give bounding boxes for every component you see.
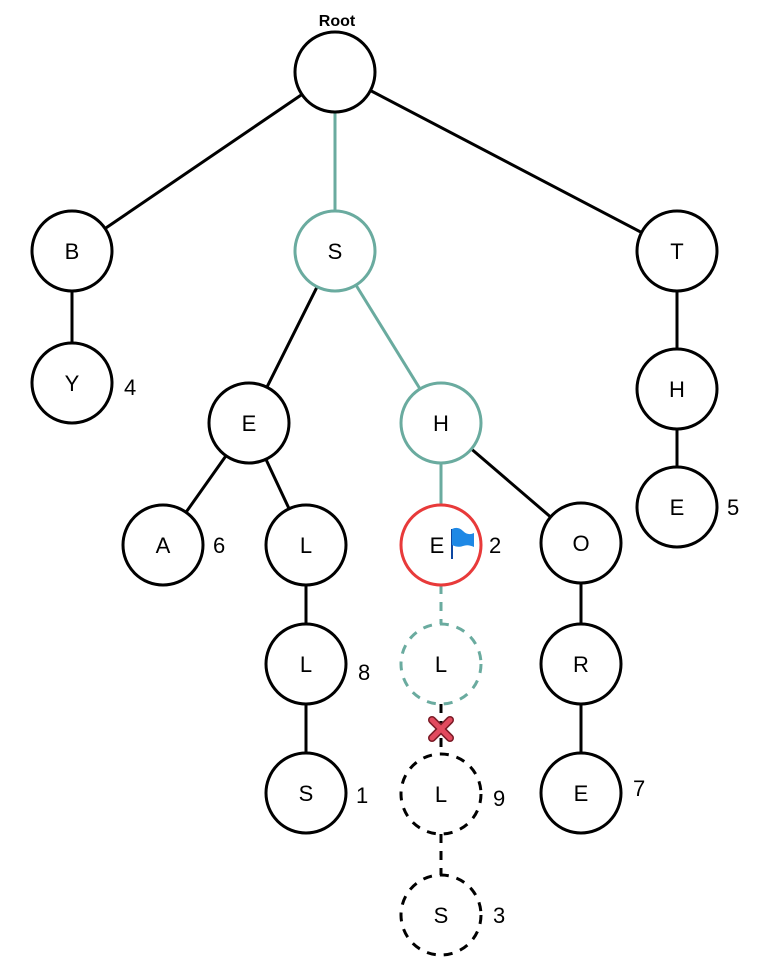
node-letter: T — [670, 239, 683, 264]
node-letter: S — [328, 239, 343, 264]
node-letter: L — [435, 782, 447, 807]
edge-se-sea — [184, 454, 228, 514]
node-circle — [264, 503, 348, 587]
node-shel: L — [399, 622, 483, 706]
node-circle — [635, 347, 719, 431]
node-circle — [30, 209, 114, 293]
node-letter: H — [669, 377, 685, 402]
node-root — [293, 30, 377, 114]
node-shor: R — [539, 622, 623, 706]
node-circle — [399, 752, 483, 836]
node-circle — [539, 622, 623, 706]
node-circle — [399, 503, 483, 587]
flag-icon — [451, 527, 474, 559]
node-letter: E — [430, 533, 445, 558]
node-se: E — [207, 381, 291, 465]
node-letter: S — [434, 903, 449, 928]
node-value: 1 — [356, 783, 368, 808]
node-circle — [264, 622, 348, 706]
node-letter: L — [435, 652, 447, 677]
edge-sh-sho — [470, 447, 552, 519]
node-value: 5 — [727, 495, 739, 520]
node-circle — [30, 341, 114, 425]
edges — [70, 89, 679, 875]
edge-root-t — [369, 89, 643, 234]
edge-s-sh — [354, 284, 422, 390]
node-letter: H — [433, 411, 449, 436]
node-circle — [399, 873, 483, 957]
node-t: T — [635, 209, 719, 293]
cross-icon — [428, 716, 454, 742]
node-letter: E — [242, 411, 257, 436]
node-b: B — [30, 209, 114, 293]
node-circle — [121, 503, 205, 587]
node-s: S — [293, 209, 377, 293]
node-letter: R — [573, 652, 589, 677]
node-sel: L — [264, 503, 348, 587]
node-sh: H — [399, 381, 483, 465]
node-circle — [399, 381, 483, 465]
node-letter: E — [574, 781, 589, 806]
node-value: 7 — [633, 776, 645, 801]
node-letter: Y — [65, 371, 80, 396]
node-value: 8 — [358, 660, 370, 685]
node-circle — [539, 501, 623, 585]
node-circle — [264, 751, 348, 835]
node-circle — [635, 209, 719, 293]
node-value: 4 — [124, 375, 136, 400]
node-letter: O — [572, 531, 589, 556]
node-letter: E — [670, 495, 685, 520]
node-letter: B — [65, 239, 80, 264]
node-circle — [293, 30, 377, 114]
node-letter: A — [156, 533, 171, 558]
node-value: 3 — [493, 903, 505, 928]
edge-se-sel — [264, 458, 291, 510]
node-circle — [293, 209, 377, 293]
node-letter: L — [300, 652, 312, 677]
node-value: 2 — [489, 533, 501, 558]
node-circle — [207, 381, 291, 465]
node-circle — [635, 465, 719, 549]
node-circle — [399, 622, 483, 706]
node-letter: L — [300, 533, 312, 558]
node-sho: O — [539, 501, 623, 585]
node-value: 6 — [213, 533, 225, 558]
node-th: H — [635, 347, 719, 431]
node-circle — [539, 751, 623, 835]
edge-root-b — [104, 93, 303, 230]
node-value: 9 — [493, 786, 505, 811]
root-label: Root — [319, 13, 356, 30]
node-letter: S — [299, 781, 314, 806]
edge-s-se — [265, 286, 319, 388]
